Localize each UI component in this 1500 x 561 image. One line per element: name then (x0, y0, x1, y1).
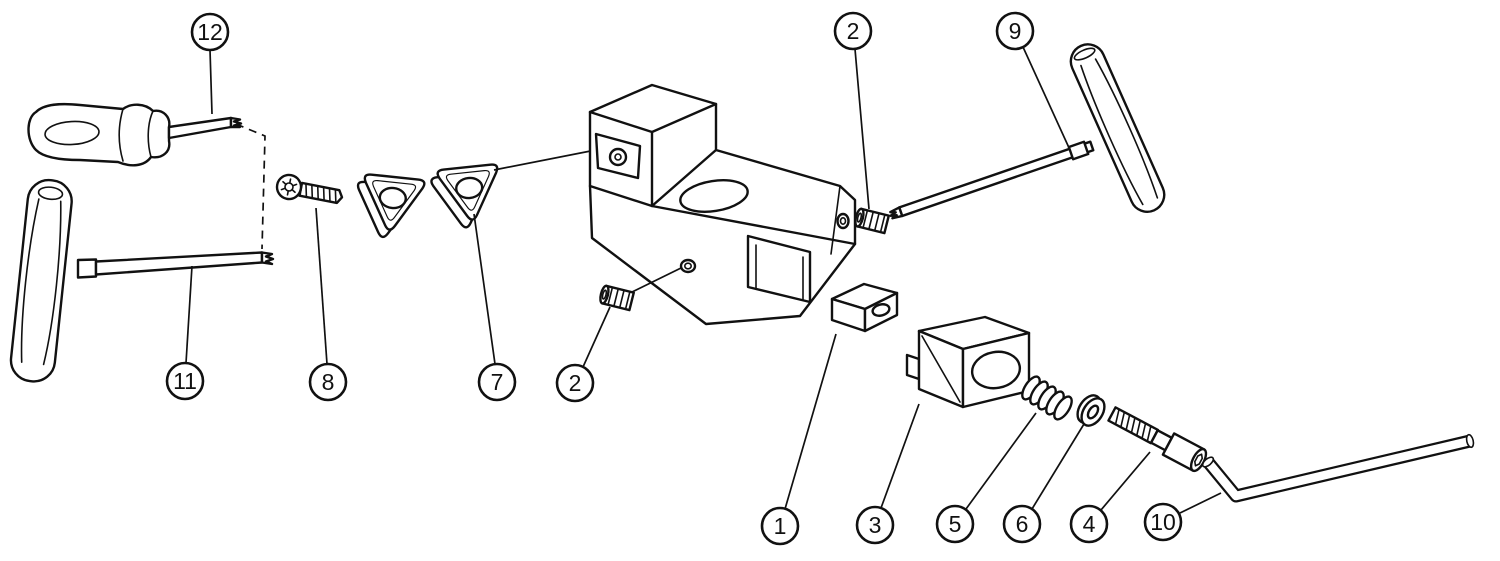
part-shim-block (830, 282, 899, 333)
balloon-circle (760, 506, 800, 546)
balloon-label: 9 (1009, 18, 1022, 44)
balloon-label: 11 (173, 368, 197, 394)
balloon-label: 4 (1083, 511, 1096, 537)
part-hex-key (1201, 433, 1475, 503)
balloon-10: 10 (1143, 502, 1183, 542)
balloon-label: 10 (1150, 509, 1176, 535)
ferrule (1067, 140, 1090, 161)
torx-socket (280, 178, 298, 196)
ferrule (76, 258, 98, 279)
balloon-label: 8 (322, 369, 335, 395)
balloon-circle (1143, 502, 1183, 542)
part-spring (1021, 375, 1073, 421)
hex-key-short-end (1201, 456, 1215, 468)
balloon-3: 3 (855, 505, 895, 545)
part-torx-screwdriver (27, 102, 243, 167)
balloon-label: 7 (491, 369, 504, 395)
balloon-circle (555, 363, 595, 403)
part-set-screw-front (599, 284, 635, 312)
balloon-circle (833, 11, 873, 51)
balloon-label: 3 (869, 512, 882, 538)
balloon-label: 1 (774, 513, 787, 539)
leader-4 (1100, 451, 1151, 511)
side-set-screw-hole (836, 212, 850, 230)
torx-tip (260, 251, 275, 266)
part-tool-body (588, 83, 857, 326)
balloon-9: 9 (995, 11, 1035, 51)
part-cutting-insert-b (430, 163, 499, 229)
t-handle-grip (9, 178, 73, 383)
leader-12 (209, 49, 213, 115)
leader-10 (1179, 492, 1222, 514)
body-clamp-pocket (746, 234, 812, 304)
balloon-6: 6 (1002, 504, 1042, 544)
leader-7 (473, 213, 496, 365)
leader-5 (965, 412, 1037, 510)
leader-1 (784, 333, 837, 510)
balloon-label: 12 (197, 19, 223, 45)
balloon-12: 12 (190, 12, 230, 52)
hex-socket (1194, 453, 1204, 467)
part-t-handle-torx-wrench (889, 43, 1166, 220)
balloon-8: 8 (308, 362, 348, 402)
balloon-2-front: 2 (555, 363, 595, 403)
balloon-label: 6 (1016, 511, 1029, 537)
balloon-circle (477, 362, 517, 402)
handle-oval-detail (44, 120, 100, 146)
part-t-handle-screwdriver (9, 178, 275, 383)
balloon-circle (1002, 504, 1042, 544)
balloon-7: 7 (477, 362, 517, 402)
insert-seat-screw-hole (608, 147, 628, 167)
insert-center-hole (455, 176, 484, 200)
balloon-11: 11 (165, 361, 205, 401)
balloon-1: 1 (760, 506, 800, 546)
body-oval-opening (679, 179, 749, 213)
balloon-circle (308, 362, 348, 402)
balloon-5: 5 (935, 504, 975, 544)
hex-key-long-end (1465, 433, 1475, 449)
balloon-label: 2 (847, 18, 860, 44)
part-wedge-clamp (905, 315, 1031, 409)
leader-9 (1022, 46, 1071, 151)
part-insert-screw (275, 173, 344, 205)
screwdriver-shaft (94, 251, 264, 276)
set-screw-axis-line (631, 267, 682, 293)
wrench-shaft (898, 140, 1095, 218)
screw-head (275, 173, 303, 201)
t-handle-grip (1069, 43, 1166, 213)
balloon-label: 5 (949, 511, 962, 537)
screwdriver-shaft (167, 116, 233, 140)
leader-11 (185, 265, 193, 364)
part-cutting-insert-a (356, 173, 426, 239)
balloon-label: 2 (569, 370, 582, 396)
leader-lines (185, 46, 1222, 514)
clamp-tab (905, 353, 921, 381)
balloon-circle (995, 11, 1035, 51)
balloon-circle (190, 12, 230, 52)
leader-2-right (854, 48, 870, 210)
shim-hole (871, 303, 891, 317)
balloon-2-right: 2 (833, 11, 873, 51)
leader-6 (1031, 423, 1085, 510)
part-socket-head-screw (1107, 406, 1208, 473)
balloon-4: 4 (1069, 504, 1109, 544)
clamp-screw-hole (970, 350, 1022, 390)
tool-alternative-dashed-line (235, 123, 266, 250)
balloon-circle (855, 505, 895, 545)
leader-3 (880, 403, 920, 509)
part-set-screw-right (854, 207, 890, 235)
leader-8 (315, 207, 328, 365)
leader-2-front (582, 306, 611, 368)
front-set-screw-hole (679, 258, 697, 274)
balloon-circle (1069, 504, 1109, 544)
balloon-circle (935, 504, 975, 544)
washer-hole (1086, 404, 1100, 420)
part-washer (1076, 394, 1106, 427)
insert-center-hole (378, 186, 407, 210)
balloon-circle (165, 361, 205, 401)
